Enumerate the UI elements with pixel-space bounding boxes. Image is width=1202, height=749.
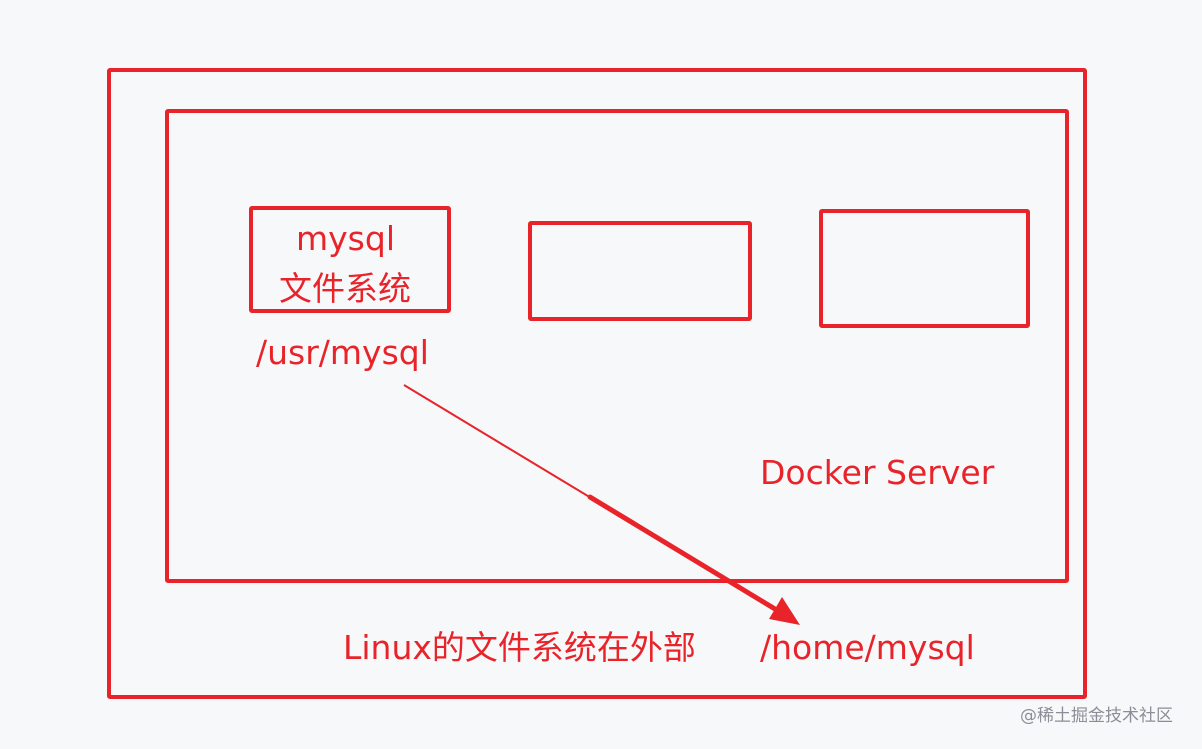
container-name: mysql (296, 219, 395, 258)
host-fs-label: Linux的文件系统在外部 (343, 628, 696, 667)
docker-server-label: Docker Server (760, 453, 995, 492)
container-box-3 (819, 209, 1030, 328)
container-fs-label: 文件系统 (279, 269, 411, 308)
container-box-2 (528, 221, 752, 321)
container-path: /usr/mysql (256, 333, 429, 372)
mysql-container-box (249, 206, 451, 313)
linux-host-box (107, 68, 1087, 699)
watermark: @稀土掘金技术社区 (1020, 706, 1173, 726)
host-path: /home/mysql (760, 628, 975, 667)
